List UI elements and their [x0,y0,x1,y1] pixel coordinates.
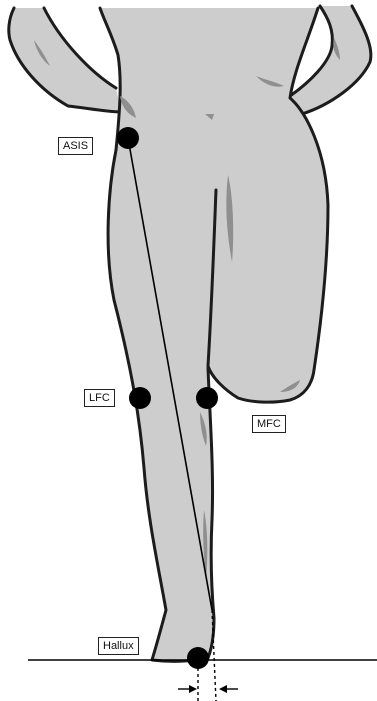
hallux-marker [187,647,209,669]
body-silhouette [100,8,328,661]
hallux-label: Hallux [98,637,139,655]
distance-arrow-right [219,685,238,693]
mfc-marker [196,387,218,409]
mfc-label: MFC [252,415,286,433]
lfc-label: LFC [84,389,115,407]
asis-marker [117,127,139,149]
left-side-arm [9,8,121,112]
lfc-marker [129,387,151,409]
asis-label: ASIS [58,137,93,155]
distance-arrow-left [178,685,197,693]
